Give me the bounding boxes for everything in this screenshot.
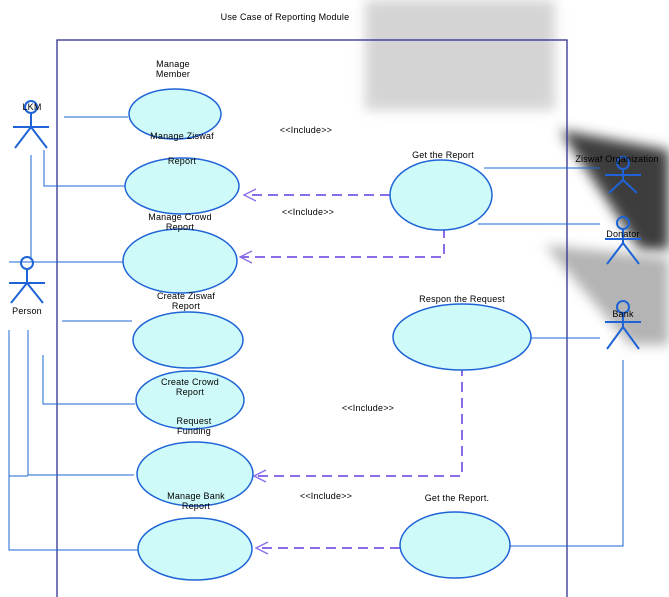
assoc-person-request-funding <box>27 330 134 476</box>
usecase-request-funding[interactable] <box>136 441 254 507</box>
background-shading <box>365 0 669 345</box>
include-line-2 <box>240 228 445 258</box>
usecase-respon-the-request-label: Respon the Request <box>419 294 505 304</box>
include-arrowhead-1 <box>242 188 257 202</box>
actor-ziswaf-org-figure[interactable] <box>605 156 641 194</box>
usecase-get-the-report[interactable] <box>389 159 493 231</box>
actor-person-figure[interactable] <box>9 256 45 304</box>
assoc-person-request-funding-2 <box>8 330 28 477</box>
include-arrowhead-2 <box>238 250 253 264</box>
include-arrowhead-3 <box>252 469 267 483</box>
include-label-3: <<Include>> <box>341 403 395 413</box>
include-arrowhead-4 <box>254 541 269 555</box>
associations <box>8 116 624 551</box>
usecase-get-the-report-dot[interactable] <box>399 511 511 579</box>
usecase-create-crowd-report-label: Create Crowd Report <box>161 377 219 397</box>
actor-bank-figure[interactable] <box>605 300 641 350</box>
usecase-manage-bank-report[interactable] <box>137 517 253 581</box>
usecase-respon-the-request[interactable] <box>392 303 532 371</box>
include-label-2: <<Include>> <box>281 207 335 217</box>
actor-person-label: Person <box>12 306 42 316</box>
usecase-manage-ziswaf-report-label: Manage Ziswaf Report <box>150 131 214 166</box>
usecase-get-the-report-dot-label: Get the Report. <box>424 493 490 503</box>
usecase-create-ziswaf-report-label: Create Ziswaf Report <box>156 291 216 311</box>
usecase-request-funding-label: Request Funding <box>176 416 212 436</box>
usecase-manage-bank-report-label: Manage Bank Report <box>167 491 225 511</box>
usecase-manage-ziswaf-report[interactable] <box>124 157 240 215</box>
assoc-lkm-ziswaf-report <box>43 150 125 187</box>
use-case-ellipses <box>122 88 532 581</box>
usecase-manage-member-label: Manage Member <box>155 59 191 79</box>
system-boundary <box>56 39 568 597</box>
diagram-title: Use Case of Reporting Module <box>220 12 350 22</box>
actor-lkm-figure[interactable] <box>13 100 49 149</box>
actors <box>9 100 641 350</box>
usecase-manage-crowd-report[interactable] <box>122 228 238 294</box>
assoc-bank-get-report-dot <box>510 360 624 547</box>
actor-ziswaf-org-label: Ziswaf Organization <box>575 154 659 164</box>
usecase-manage-crowd-report-label: Manage Crowd Report <box>148 212 212 232</box>
actor-donator-figure[interactable] <box>605 216 641 265</box>
assoc-person-create-crowd <box>42 355 135 405</box>
include-label-1: <<Include>> <box>279 125 333 135</box>
usecase-create-ziswaf-report[interactable] <box>132 311 244 369</box>
include-line-3 <box>254 366 463 477</box>
include-arrowheads <box>238 188 269 555</box>
usecase-get-the-report-label: Get the Report <box>412 150 474 160</box>
assoc-person-bank-report <box>8 476 138 551</box>
actor-donator-label: Donator <box>606 229 640 239</box>
actor-bank-label: Bank <box>612 309 634 319</box>
actor-lkm-label: LKM <box>22 102 42 112</box>
usecase-manage-member[interactable] <box>128 88 222 140</box>
include-relations <box>240 194 463 549</box>
include-label-4: <<Include>> <box>299 491 353 501</box>
usecase-create-crowd-report[interactable] <box>135 370 245 430</box>
